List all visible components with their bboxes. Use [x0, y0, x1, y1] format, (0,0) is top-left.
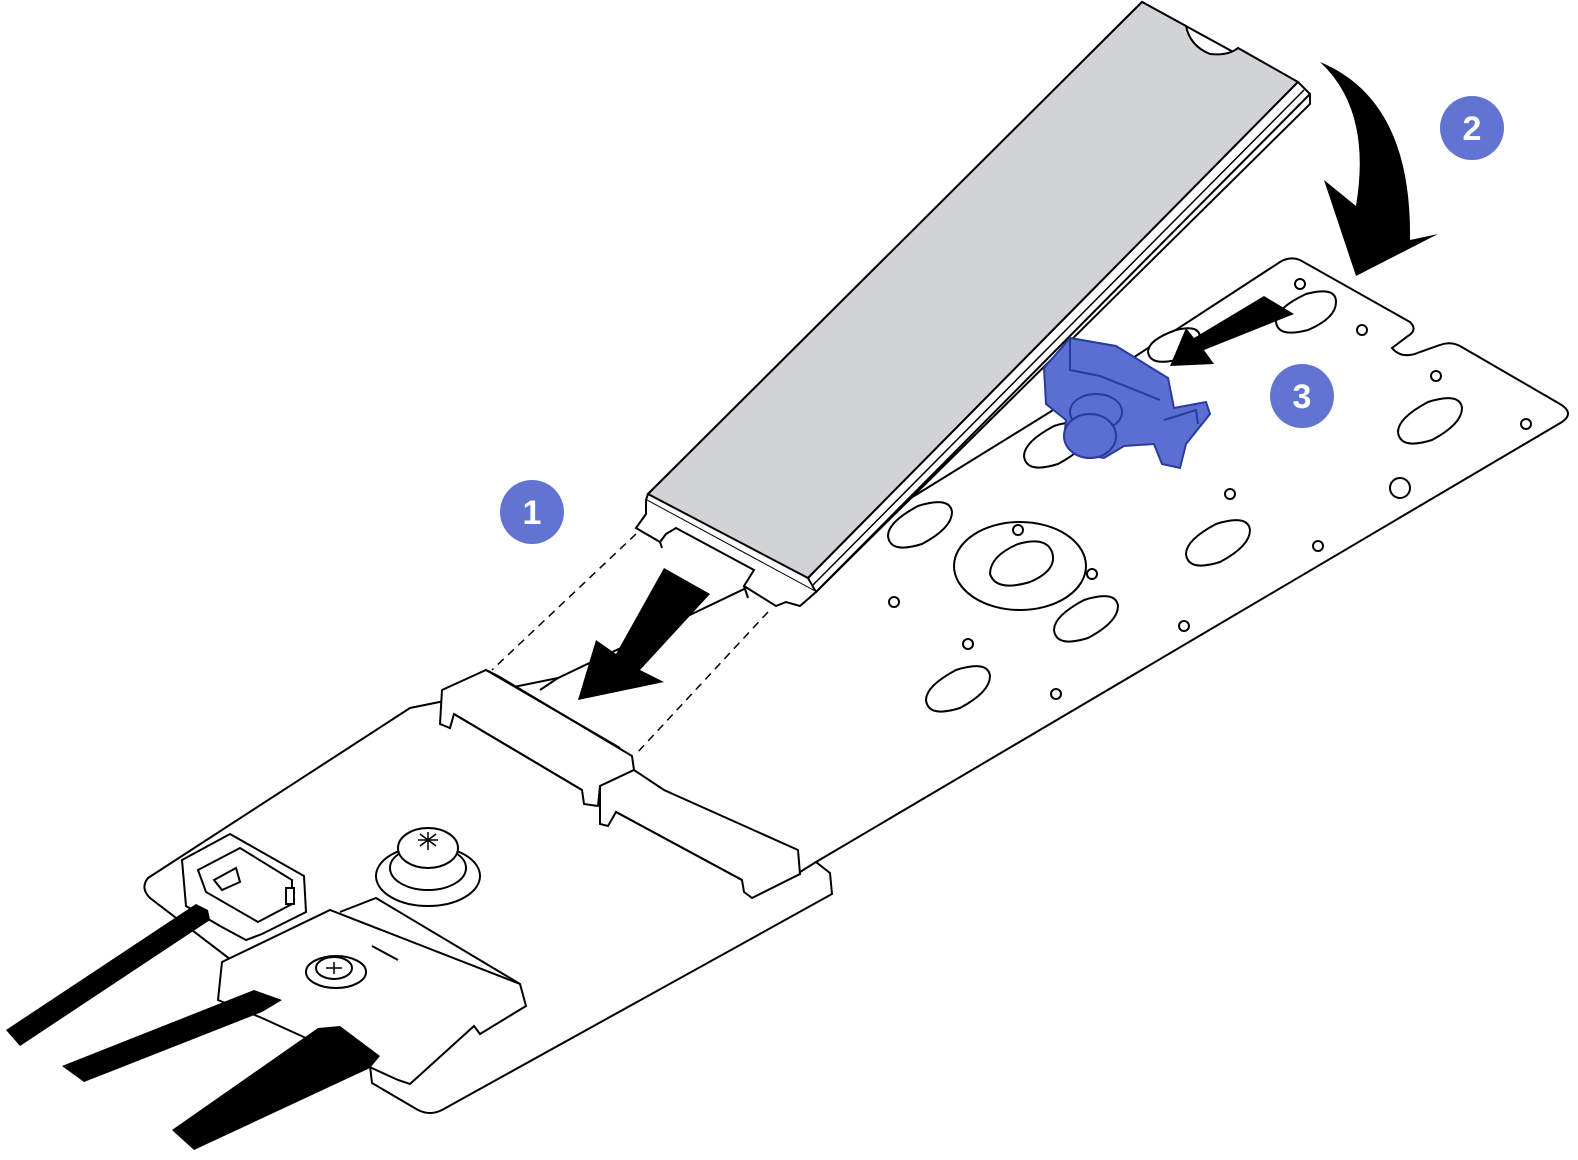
m2-ssd-icon: [634, 0, 1312, 608]
callout-1-label: 1: [523, 494, 542, 532]
board-seam: [539, 677, 817, 873]
cable: [6, 904, 380, 1150]
ssd-top: [646, 0, 1300, 580]
m2-connector-upper: [438, 668, 802, 900]
callout-2-circle: [1440, 96, 1504, 160]
callout-3-circle: [1270, 364, 1334, 428]
alignment-guide: [491, 533, 769, 755]
callout-3: 3: [1270, 364, 1334, 428]
callout-1-circle: [500, 480, 564, 544]
callout-3-label: 3: [1293, 378, 1312, 416]
rotate-arrow: [1320, 62, 1438, 276]
slide-arrow: [1170, 296, 1294, 366]
screw-icon: [375, 827, 481, 907]
ssd-edge-connector: [634, 500, 817, 608]
callout-1: 1: [500, 480, 564, 544]
callout-2: 2: [1440, 96, 1504, 160]
center-keyhole: [953, 521, 1087, 611]
insert-arrow: [578, 568, 710, 700]
board-hole: [888, 278, 1532, 700]
backplane-outline: [143, 257, 1569, 1114]
screw-icon-small: [305, 955, 367, 989]
cable-port: [180, 832, 308, 942]
callout-2-label: 2: [1463, 110, 1482, 148]
retainer-clip-icon: [1042, 336, 1212, 470]
